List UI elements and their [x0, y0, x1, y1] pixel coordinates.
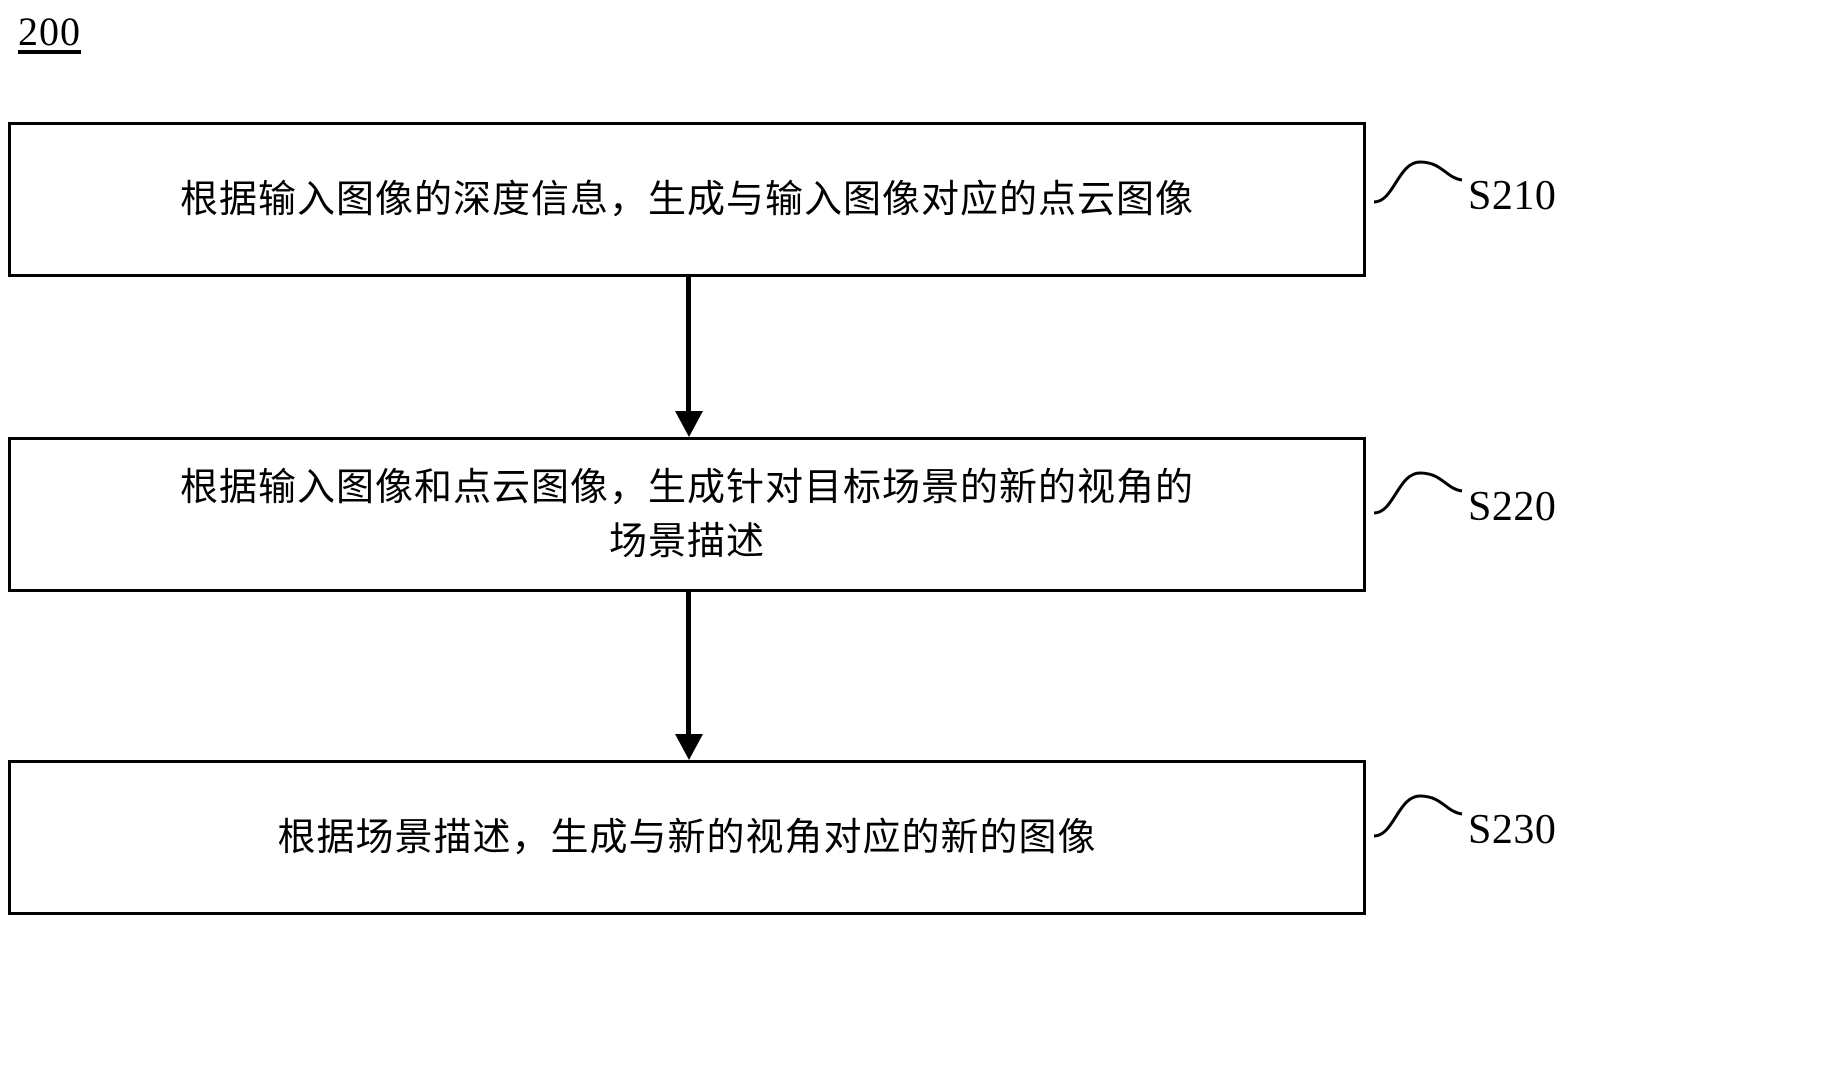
step-label-s210: S210 — [1468, 173, 1557, 219]
figure-number: 200 — [18, 9, 81, 54]
step-box-s210: 根据输入图像的深度信息，生成与输入图像对应的点云图像 — [8, 122, 1366, 277]
arrow-shaft — [686, 277, 691, 411]
leader-line-icon-s230 — [1373, 794, 1463, 838]
arrow-head — [675, 411, 703, 437]
step-label-s220: S220 — [1468, 484, 1557, 530]
arrow-head — [675, 734, 703, 760]
step-box-s230-text: 根据场景描述，生成与新的视角对应的新的图像 — [277, 814, 1097, 859]
down-arrow-icon — [668, 592, 708, 760]
step-box-s220: 根据输入图像和点云图像，生成针对目标场景的新的视角的 场景描述 — [8, 437, 1366, 592]
step-box-s220-text: 根据输入图像和点云图像，生成针对目标场景的新的视角的 场景描述 — [179, 464, 1194, 563]
step-label-s230: S230 — [1468, 807, 1557, 853]
arrow-shaft — [686, 592, 691, 734]
leader-line-icon-s210 — [1373, 160, 1463, 204]
step-box-s210-text: 根据输入图像的深度信息，生成与输入图像对应的点云图像 — [179, 176, 1194, 221]
leader-line-icon-s220 — [1373, 471, 1463, 515]
down-arrow-icon — [668, 277, 708, 437]
step-box-s230: 根据场景描述，生成与新的视角对应的新的图像 — [8, 760, 1366, 915]
